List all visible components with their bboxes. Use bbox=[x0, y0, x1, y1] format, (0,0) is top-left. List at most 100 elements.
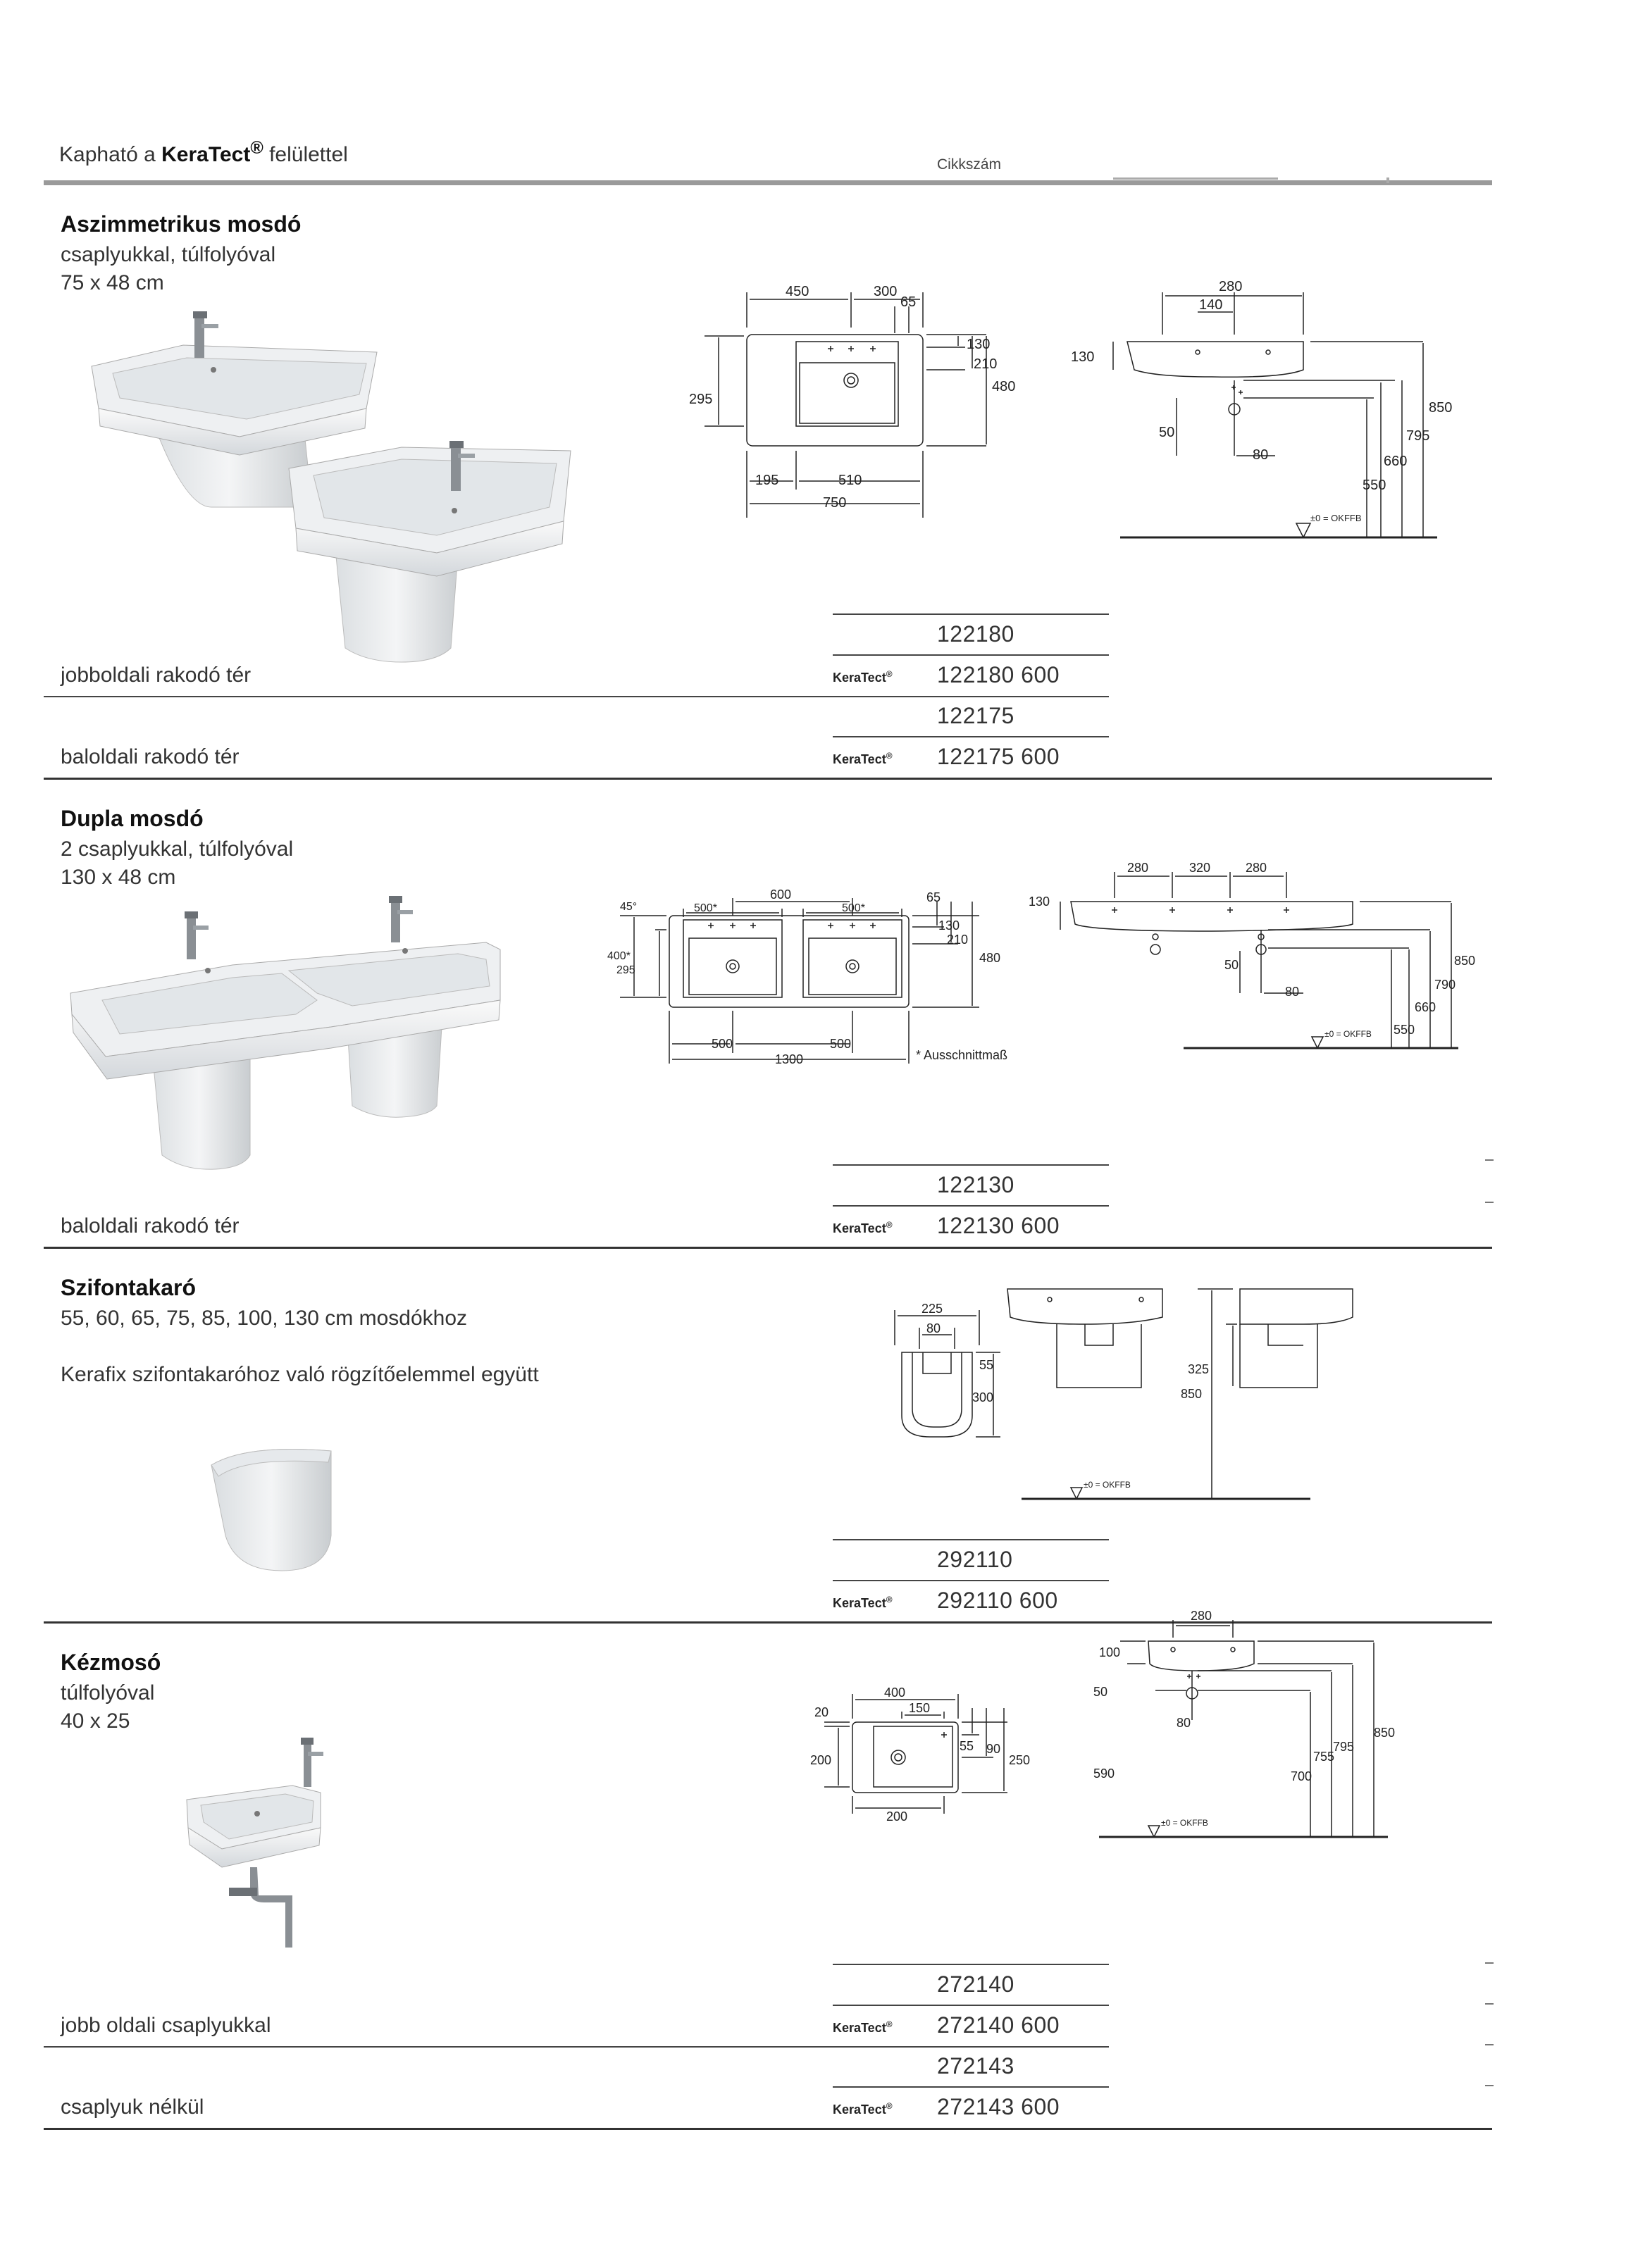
section-subtitle: 2 csaplyukkal, túlfolyóval bbox=[61, 837, 294, 861]
technical-drawing-side-view: 280 320 280 130 50 80 850 790 660 550 ±0… bbox=[1029, 861, 1475, 1049]
dim-label: 300 bbox=[874, 284, 897, 299]
dim-label: 280 bbox=[1219, 279, 1242, 294]
article-number: 122180 bbox=[937, 621, 1014, 647]
dim-label: 100 bbox=[1099, 1645, 1120, 1659]
variant-label: jobb oldali csaplyukkal bbox=[61, 2014, 271, 2037]
section-subtitle: 40 x 25 bbox=[61, 1709, 130, 1733]
dim-label: 65 bbox=[926, 890, 941, 904]
dim-label: 550 bbox=[1363, 478, 1386, 493]
dim-label: 80 bbox=[1253, 447, 1268, 463]
dim-label: 660 bbox=[1415, 1000, 1436, 1014]
section-divider bbox=[44, 2128, 1492, 2130]
dim-label: 20 bbox=[814, 1705, 828, 1719]
dim-label: 130 bbox=[1029, 895, 1050, 909]
margin-tick bbox=[1485, 2085, 1494, 2086]
variant-divider bbox=[44, 2046, 1109, 2048]
asymmetric-basin-image bbox=[91, 311, 571, 663]
double-basin-image bbox=[70, 896, 501, 1170]
dim-label: 80 bbox=[1177, 1716, 1191, 1730]
technical-drawing-top-view: 600 45° 500* 500* 65 400* 295 130 210 48… bbox=[607, 887, 1007, 1066]
dim-label: 850 bbox=[1374, 1726, 1395, 1740]
dim-label: 325 bbox=[1188, 1362, 1209, 1376]
dim-label: ±0 = OKFFB bbox=[1310, 513, 1362, 523]
header-suffix: felülettel bbox=[269, 143, 348, 166]
dim-label: 195 bbox=[755, 473, 778, 488]
variant-label: jobboldali rakodó tér bbox=[61, 663, 252, 687]
section-subtitle: 130 x 48 cm bbox=[61, 866, 176, 889]
page-header: Kapható a KeraTect® felülettel bbox=[59, 138, 348, 167]
dim-label: 480 bbox=[979, 951, 1000, 965]
header-prefix: Kapható a bbox=[59, 143, 156, 166]
dim-label: 850 bbox=[1429, 400, 1452, 416]
dim-label: 200 bbox=[810, 1753, 831, 1767]
section-divider bbox=[44, 778, 1492, 780]
header-divider bbox=[44, 180, 1492, 185]
dim-label: 500 bbox=[830, 1037, 851, 1051]
keratect-label: KeraTect® bbox=[833, 1220, 893, 1235]
keratect-label: KeraTect® bbox=[833, 2019, 893, 2035]
dim-label: 140 bbox=[1199, 297, 1222, 313]
dim-label: 795 bbox=[1406, 428, 1429, 444]
row-divider bbox=[833, 654, 1109, 656]
row-divider bbox=[833, 1164, 1109, 1166]
column-stub bbox=[1386, 177, 1389, 183]
hand-basin-image bbox=[186, 1738, 323, 1948]
dim-label: 320 bbox=[1189, 861, 1210, 875]
margin-tick bbox=[1485, 2044, 1494, 2045]
dim-label: 600 bbox=[770, 887, 791, 902]
row-divider bbox=[833, 1539, 1109, 1540]
dim-label: 480 bbox=[992, 379, 1015, 394]
dim-label: 510 bbox=[838, 473, 862, 488]
dim-label: 1300 bbox=[775, 1052, 803, 1066]
dim-label: 850 bbox=[1454, 954, 1475, 968]
row-divider bbox=[833, 1964, 1109, 1965]
dim-label: 90 bbox=[986, 1742, 1000, 1756]
dim-label: 280 bbox=[1246, 861, 1267, 875]
row-divider bbox=[833, 1205, 1109, 1207]
article-number: 292110 bbox=[937, 1547, 1013, 1572]
hand-basin-side-drawing: 280 100 50 80 590 700 755 795 850 ±0 = O… bbox=[1093, 1609, 1395, 1838]
section-title: Kézmosó bbox=[61, 1650, 161, 1675]
section-subtitle: Kerafix szifontakaróhoz való rögzítőelem… bbox=[61, 1363, 539, 1386]
dim-label: 400* bbox=[607, 950, 631, 962]
dim-label: 400 bbox=[884, 1687, 905, 1700]
section-subtitle: túlfolyóval bbox=[61, 1681, 155, 1705]
dim-label: 500* bbox=[694, 902, 717, 914]
dim-label: 50 bbox=[1093, 1685, 1107, 1699]
dim-label: 280 bbox=[1127, 861, 1148, 875]
dim-label: 295 bbox=[616, 964, 635, 976]
keratect-article-number: 292110 600 bbox=[937, 1588, 1058, 1613]
dim-label: 225 bbox=[921, 1302, 943, 1316]
row-divider bbox=[833, 736, 1109, 737]
dim-label: 55 bbox=[979, 1358, 993, 1372]
dim-label: 500 bbox=[712, 1037, 733, 1051]
dim-label: 65 bbox=[900, 294, 916, 310]
column-label-cikkszam: Cikkszám bbox=[937, 156, 1002, 173]
siphon-side-drawing: 325 850 ±0 = OKFFB bbox=[1007, 1288, 1353, 1500]
dim-label: 210 bbox=[947, 933, 968, 947]
technical-drawing-top-view: 450 300 65 130 210 480 295 195 510 750 bbox=[689, 284, 1015, 518]
dim-label: ±0 = OKFFB bbox=[1324, 1029, 1372, 1039]
variant-label: baloldali rakodó tér bbox=[61, 1214, 240, 1238]
keratect-article-number: 122180 600 bbox=[937, 662, 1060, 687]
row-divider bbox=[833, 2086, 1109, 2088]
dim-label: 755 bbox=[1313, 1750, 1334, 1764]
dim-label: 550 bbox=[1394, 1023, 1415, 1037]
keratect-label: KeraTect® bbox=[833, 669, 893, 685]
siphon-cover-image bbox=[211, 1449, 332, 1571]
dim-label: 590 bbox=[1093, 1767, 1115, 1781]
section-title: Aszimmetrikus mosdó bbox=[61, 211, 302, 237]
row-divider bbox=[833, 2005, 1109, 2006]
dim-label: 660 bbox=[1384, 454, 1407, 469]
margin-tick bbox=[1485, 1159, 1494, 1161]
article-number: 272143 bbox=[937, 2053, 1014, 2079]
keratect-article-number: 122175 600 bbox=[937, 744, 1060, 769]
variant-label: baloldali rakodó tér bbox=[61, 745, 240, 768]
dim-label: 45° bbox=[620, 901, 637, 913]
dim-label: 200 bbox=[886, 1809, 907, 1824]
keratect-label: KeraTect® bbox=[833, 1595, 893, 1610]
keratect-article-number: 272143 600 bbox=[937, 2094, 1060, 2119]
margin-tick bbox=[1485, 1202, 1494, 1203]
dim-label: 130 bbox=[1071, 349, 1094, 365]
article-number: 272140 bbox=[937, 1971, 1014, 1997]
